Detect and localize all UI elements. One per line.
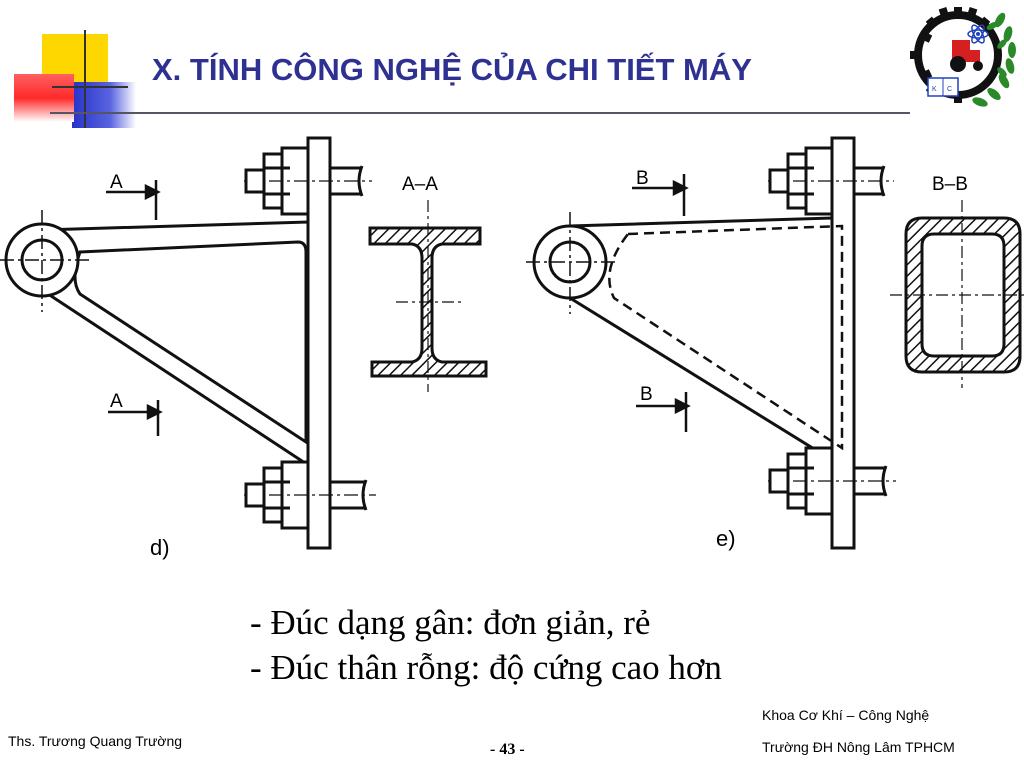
section-title-aa: A–A [402,174,438,195]
footer-page-number: - 43 - [490,741,525,758]
section-mark-b-top: B [636,168,649,189]
svg-text:C: C [947,86,952,93]
section-mark-a-top: A [110,172,123,193]
technical-drawing: A A d) A–A [0,136,1024,560]
bolt-top-right [768,146,894,216]
section-title-bb: B–B [932,174,968,195]
deco-vline [84,30,86,128]
bolt-top-left [244,146,372,216]
page-title: X. TÍNH CÔNG NGHỆ CỦA CHI TIẾT MÁY [152,52,752,87]
figure-label-e: e) [716,526,736,551]
deco-red-square [14,74,74,122]
deco-hline [52,86,128,88]
bolt-bottom-left [244,460,376,530]
bolt-bottom-right [768,446,896,516]
svg-text:K: K [932,86,937,93]
bullet-list: - Đúc dạng gân: đơn giản, rẻ - Đúc thân … [250,600,722,690]
footer-school: Trường ĐH Nông Lâm TPHCM [762,739,955,755]
section-bb-hollow-box [904,216,1022,374]
section-mark-b-bottom: B [640,384,653,405]
footer-author: Ths. Trương Quang Trường [8,733,183,749]
title-divider [50,112,910,114]
footer-department: Khoa Cơ Khí – Công Nghệ [762,707,930,723]
bullet-item: - Đúc dạng gân: đơn giản, rẻ [250,603,651,642]
university-logo-icon: K C [910,7,1016,107]
bullet-item: - Đúc thân rỗng: độ cứng cao hơn [250,648,722,687]
deco-blue-square [72,82,136,128]
figure-label-d: d) [150,535,170,560]
section-mark-a-bottom: A [110,391,123,412]
